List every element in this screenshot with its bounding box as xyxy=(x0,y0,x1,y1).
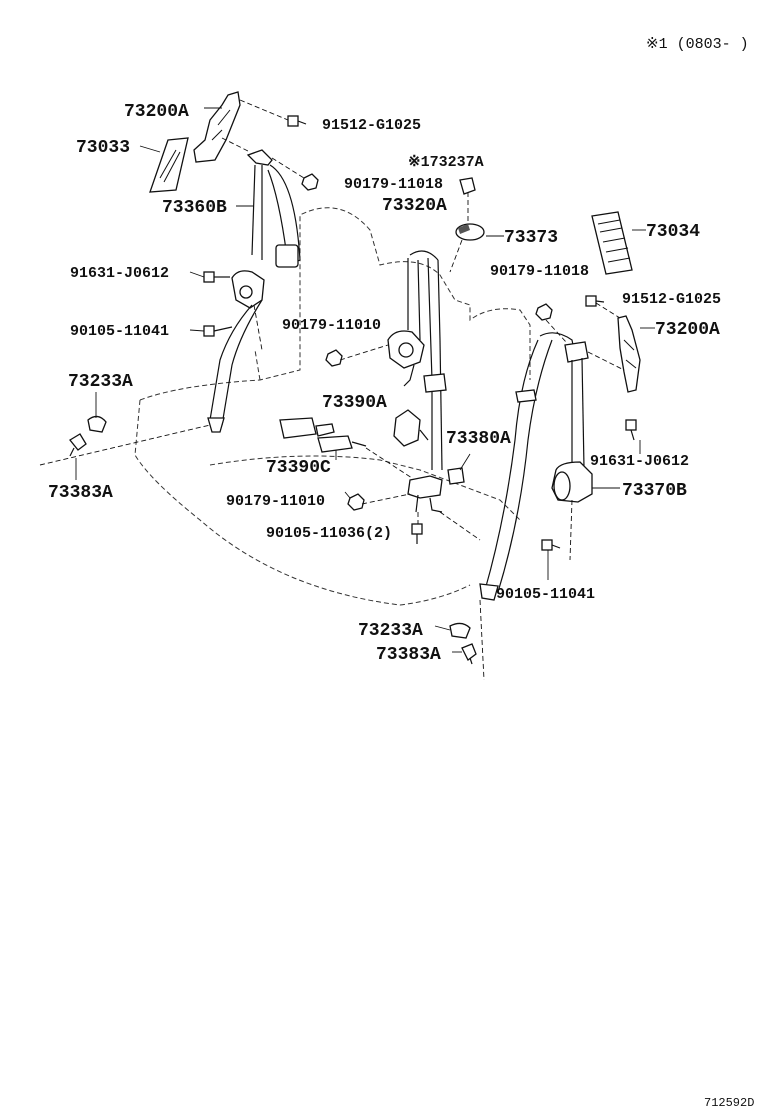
buckle-73390C xyxy=(279,417,367,453)
bolt-91512-top xyxy=(287,115,307,127)
label-91631-left: 91631-J0612 xyxy=(70,265,169,282)
label-90179-11010-mid: 90179-11010 xyxy=(282,317,381,334)
label-73390C: 73390C xyxy=(266,458,331,478)
label-73383A-left: 73383A xyxy=(48,483,113,503)
anchor-cover-bottom xyxy=(449,622,471,639)
anchor-bracket-right xyxy=(617,315,641,393)
leader-lines xyxy=(75,107,655,653)
seat-belt-assembly-center xyxy=(387,250,447,471)
bolt-91631-left xyxy=(203,271,230,283)
belt-cover-right xyxy=(591,211,633,275)
label-73320A: 73320A xyxy=(382,196,447,216)
buckle-73380A xyxy=(407,467,465,513)
label-73370B: 73370B xyxy=(622,481,687,501)
label-90105-11041-right: 90105-11041 xyxy=(496,586,595,603)
anchor-cover-left xyxy=(87,415,107,433)
seat-belt-assembly-right xyxy=(479,332,593,601)
bolt-90105-11041-left xyxy=(203,325,233,337)
bolt-91512-right xyxy=(585,295,605,307)
assembly-dash-lines xyxy=(39,99,625,681)
label-91512-top: 91512-G1025 xyxy=(322,117,421,134)
belt-cover-left xyxy=(149,137,189,193)
bolt-90105-11036 xyxy=(411,523,423,544)
label-73200A-left: 73200A xyxy=(124,102,189,122)
label-173237A: ※173237A xyxy=(408,154,484,171)
label-91512-right: 91512-G1025 xyxy=(622,291,721,308)
label-73033: 73033 xyxy=(76,138,130,158)
seat-belt-assembly-left xyxy=(207,149,301,433)
label-73360B: 73360B xyxy=(162,198,227,218)
anchor-bracket-left xyxy=(193,91,241,163)
label-90179-11018-right: 90179-11018 xyxy=(490,263,589,280)
label-90105-11041-left: 90105-11041 xyxy=(70,323,169,340)
anchor-bolt-left xyxy=(69,433,87,457)
nut-90179-11010-low xyxy=(347,493,365,511)
clip-173237A xyxy=(459,177,476,195)
label-73373: 73373 xyxy=(504,228,558,248)
label-90105-11036: 90105-11036(2) xyxy=(266,525,392,542)
seat-outline xyxy=(134,207,531,606)
nut-90179-11018-left xyxy=(301,173,319,191)
anchor-bolt-bottom xyxy=(461,643,477,665)
part-labels: 73200A 91512-G1025 73033 ※173237A 90179-… xyxy=(48,102,721,665)
label-91631-right: 91631-J0612 xyxy=(590,453,689,470)
label-73200A-right: 73200A xyxy=(655,320,720,340)
label-90179-11018-left: 90179-11018 xyxy=(344,176,443,193)
nut-90179-11018-right xyxy=(535,303,553,321)
bolt-91631-right xyxy=(625,419,637,441)
label-73233A-bottom: 73233A xyxy=(358,621,423,641)
label-73390A: 73390A xyxy=(322,393,387,413)
label-73233A-left: 73233A xyxy=(68,372,133,392)
drawing-id: 712592D xyxy=(704,1096,754,1110)
nut-90179-11010-mid xyxy=(325,349,343,367)
header-note: ※1 (0803- ) xyxy=(646,36,749,53)
label-73380A: 73380A xyxy=(446,429,511,449)
label-90179-11010-low: 90179-11010 xyxy=(226,493,325,510)
label-73383A-bottom: 73383A xyxy=(376,645,441,665)
label-73034: 73034 xyxy=(646,222,700,242)
bolt-90105-11041-right xyxy=(541,539,561,551)
belt-guide-73373 xyxy=(455,223,485,241)
